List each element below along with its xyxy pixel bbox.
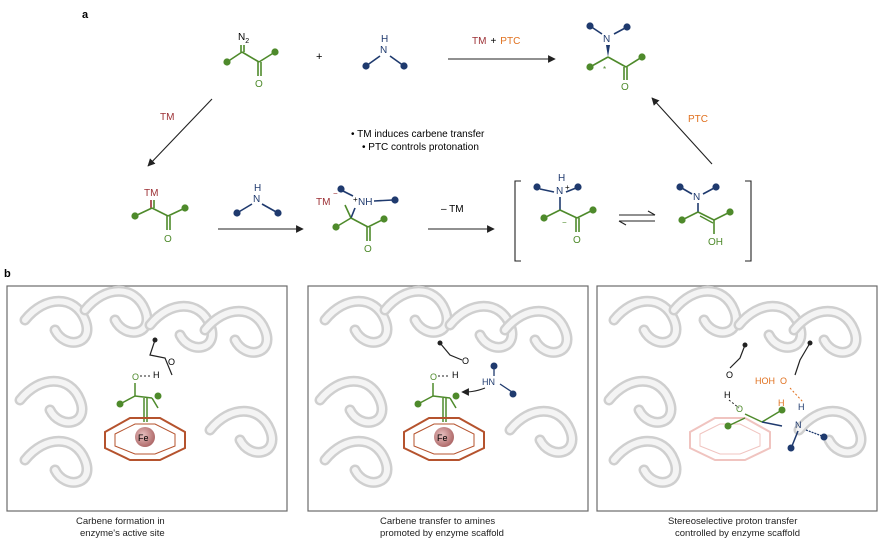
svg-text:H: H [798,402,805,412]
ammonium-ylide: TM − + NH O [316,185,399,255]
metal-carbene: TM O [131,188,189,245]
svg-text:HN: HN [482,377,495,387]
enzyme-panel-3: O H O HOH H O H N Stereoselective proton… [596,285,878,539]
caption-3-line1: Stereoselective proton transfer [668,516,797,527]
bullet-tm: • TM induces carbene transfer [351,129,485,140]
svg-text:O: O [573,235,581,246]
left-bracket [514,180,521,262]
enzyme-panel-1: O H O Fe Carbene formation in enzyme's a… [6,285,288,539]
svg-text:+: + [353,195,358,204]
enzyme-panel-2: O H O HN Fe Carbene transfer to amines p… [307,285,589,539]
product-n: N [603,34,610,45]
iron-atom [135,427,155,447]
svg-text:O: O [462,356,469,366]
svg-text:N: N [253,194,260,205]
svg-text:H: H [558,173,565,184]
svg-text:O: O [132,372,139,382]
stereocenter-star: * [603,65,606,74]
top-arrow-label: TM+PTC [472,36,520,47]
caption-2-line1: Carbene transfer to amines [380,516,495,527]
svg-text:O: O [430,372,437,382]
atom-dot [400,62,408,70]
svg-text:NH: NH [358,197,372,208]
svg-text:H: H [452,370,459,380]
tm-arrow [147,98,213,167]
panel-b-label: b [4,268,11,280]
svg-text:H: H [724,390,731,400]
ammonium-enolate: H N + O − [533,173,597,246]
svg-text:H: H [778,398,785,408]
carbene-tm-label: TM [144,188,158,199]
svg-text:O: O [726,370,733,380]
tm-arrow-label: TM [160,112,174,123]
caption-1-line1: Carbene formation in [76,516,165,527]
svg-text:N: N [795,420,802,430]
svg-text:+: + [565,183,570,192]
svg-text:Fe: Fe [138,433,149,443]
carbene-oxygen: O [164,234,172,245]
svg-text:O: O [364,244,372,255]
plus-sign: + [316,51,322,63]
amine-n: N [380,45,387,56]
product-oxygen: O [621,82,629,93]
atom-dot [362,62,370,70]
diazo-n2-label: N2 [238,32,249,45]
svg-text:N: N [693,192,700,203]
svg-text:Fe: Fe [437,433,448,443]
amine-reagent: H N [233,183,282,217]
ptc-arrow-label: PTC [688,114,708,125]
iron-atom [434,427,454,447]
caption-1-line2: enzyme's active site [80,528,165,539]
svg-text:H: H [254,183,261,194]
panel-a-label: a [82,9,89,21]
enol-intermediate: N OH [676,183,734,248]
caption-2-line2: promoted by enzyme scaffold [380,528,504,539]
ptc-arrow [651,97,713,165]
svg-text:H: H [153,370,160,380]
bullet-ptc: • PTC controls protonation [362,142,479,153]
svg-text:N: N [556,186,563,197]
svg-text:−: − [562,218,567,227]
svg-text:O: O [780,376,787,386]
caption-3-line2: controlled by enzyme scaffold [675,528,800,539]
svg-text:O: O [168,357,175,367]
amine-h: H [381,34,388,45]
svg-text:HOH: HOH [755,376,775,386]
svg-text:−: − [333,189,338,198]
svg-text:OH: OH [708,237,723,248]
equilibrium-arrows [618,210,656,226]
atom-dot [223,58,231,66]
diazo-oxygen: O [255,79,263,90]
right-bracket [745,180,752,262]
amine: H N [362,34,408,70]
atom-dot [271,48,279,56]
diazo-compound: N2 O [223,32,279,90]
svg-text:TM: TM [316,197,330,208]
svg-text:O: O [736,404,743,414]
minus-tm-label: – TM [441,204,464,215]
product: N O * [586,22,646,93]
